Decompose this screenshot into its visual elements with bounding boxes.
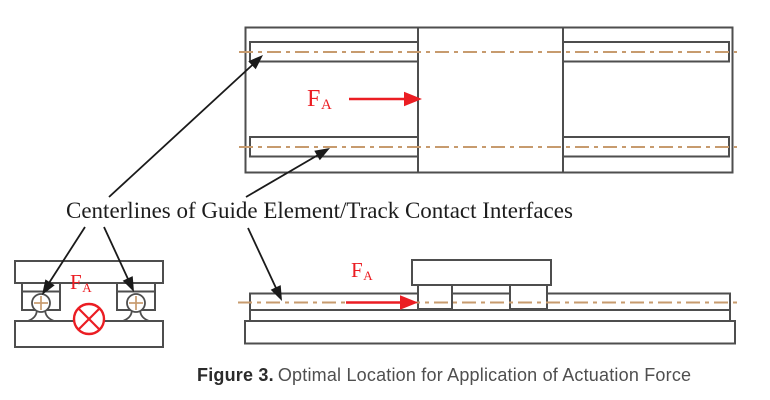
force-subscript: A xyxy=(320,97,332,114)
pointer-arrow-lower-centerline-icon xyxy=(245,148,330,198)
side-view-base xyxy=(244,320,736,345)
pointer-arrow-right-ball-icon xyxy=(103,226,134,292)
figure-title: Optimal Location for Application of Actu… xyxy=(277,365,692,385)
right-ball-cross-icon xyxy=(129,296,143,310)
side-view-rail-bottom xyxy=(249,309,731,322)
force-subscript: A xyxy=(82,279,92,295)
pointer-arrow-side-centerline-icon xyxy=(247,227,282,301)
force-symbol: F xyxy=(70,270,82,294)
side-view-carriage-body xyxy=(411,259,552,286)
side-view xyxy=(238,259,737,345)
actuation-force-arrow-top-icon xyxy=(349,91,422,107)
callout-arrows xyxy=(42,55,330,301)
pointer-arrow-upper-centerline-icon xyxy=(108,55,263,198)
force-into-page-circle-x-icon xyxy=(72,302,106,336)
force-subscript: A xyxy=(363,267,373,283)
carriage-right-leg xyxy=(509,284,548,310)
top-view xyxy=(239,26,737,174)
carriage-left-leg xyxy=(417,284,453,310)
top-view-carriage xyxy=(417,26,564,174)
force-symbol: F xyxy=(351,258,363,282)
force-symbol: F xyxy=(307,86,321,112)
force-label-top-view: FA xyxy=(307,86,332,114)
left-ball-cross-icon xyxy=(34,296,48,310)
figure-number: Figure 3. xyxy=(197,365,274,385)
figure-caption: Figure 3.Optimal Location for Applicatio… xyxy=(197,365,691,386)
actuation-force-arrow-side-icon xyxy=(346,295,418,310)
centerlines-annotation-label: Centerlines of Guide Element/Track Conta… xyxy=(66,198,573,223)
pointer-arrow-left-ball-icon xyxy=(42,226,86,295)
force-label-end-view: FA xyxy=(70,270,92,295)
end-view xyxy=(14,260,164,348)
force-label-side-view: FA xyxy=(351,258,373,283)
